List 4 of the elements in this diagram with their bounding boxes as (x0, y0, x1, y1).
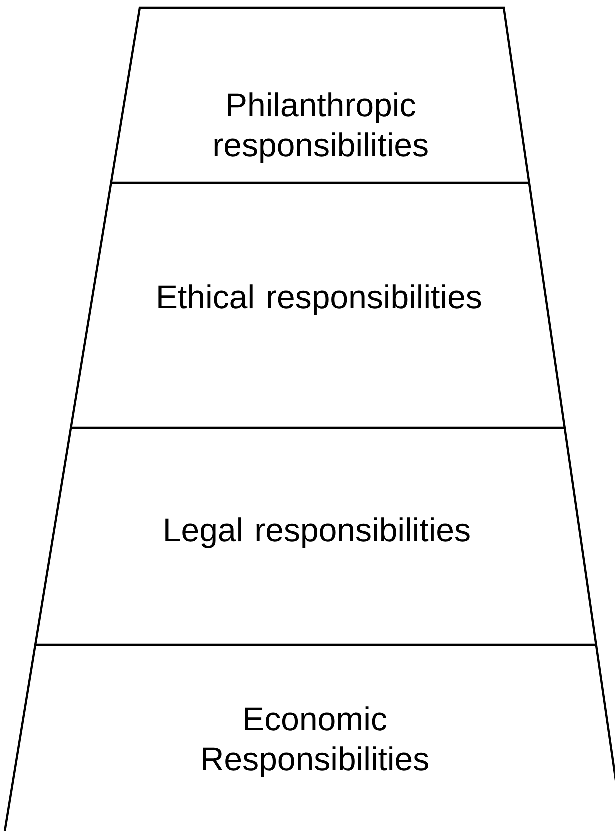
pyramid-band: Legal responsibilities (34, 426, 598, 646)
pyramid-band: Ethical responsibilities (70, 182, 566, 428)
pyramid-band: Economic Responsibilities (4, 644, 615, 831)
pyramid-band: Philanthropic responsibilities (110, 6, 530, 184)
